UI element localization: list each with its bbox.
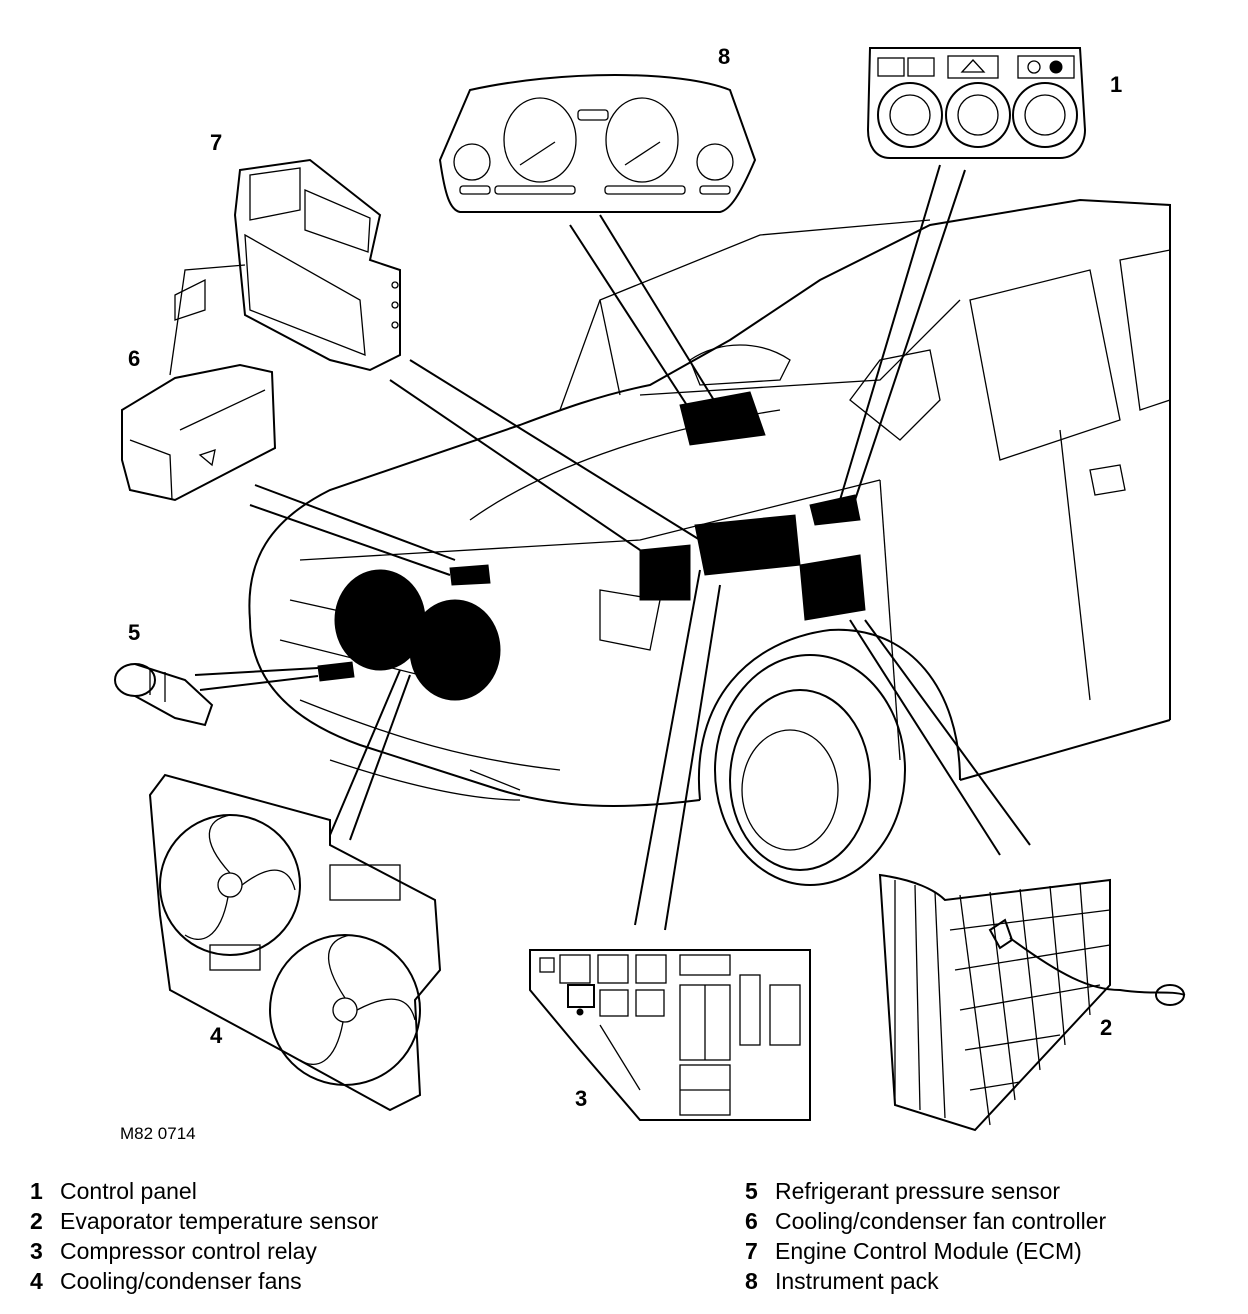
pressure-sensor-illustration bbox=[114, 663, 214, 727]
legend-label: Instrument pack bbox=[775, 1268, 939, 1294]
legend-number: 7 bbox=[745, 1238, 758, 1264]
callout-6: 6 bbox=[128, 346, 141, 371]
relay-box-illustration bbox=[529, 949, 811, 1121]
evaporator-grid bbox=[949, 882, 1111, 1126]
legend-number: 2 bbox=[30, 1208, 43, 1234]
fan-controller-illustration bbox=[121, 264, 277, 502]
legend-left: 1 Control panel 2 Evaporator temperature… bbox=[30, 1176, 378, 1296]
legend-number: 3 bbox=[30, 1238, 43, 1264]
instrument-pack-illustration bbox=[438, 74, 757, 213]
condenser-fans-illustration bbox=[148, 773, 442, 1112]
legend-item: 5 Refrigerant pressure sensor bbox=[745, 1176, 1106, 1206]
legend-label: Compressor control relay bbox=[60, 1238, 317, 1264]
callout-4: 4 bbox=[210, 1023, 223, 1048]
legend-item: 6 Cooling/condenser fan controller bbox=[745, 1206, 1106, 1236]
legend-item: 3 Compressor control relay bbox=[30, 1236, 378, 1266]
control-panel-illustration bbox=[866, 47, 1087, 159]
legend-label: Cooling/condenser fans bbox=[60, 1268, 302, 1294]
legend-item: 7 Engine Control Module (ECM) bbox=[745, 1236, 1106, 1266]
legend-number: 4 bbox=[30, 1268, 43, 1294]
legend-number: 8 bbox=[745, 1268, 758, 1294]
callout-8: 8 bbox=[718, 44, 731, 69]
legend-number: 5 bbox=[745, 1178, 758, 1204]
callout-1: 1 bbox=[1110, 72, 1123, 97]
legend-right: 5 Refrigerant pressure sensor 6 Cooling/… bbox=[745, 1176, 1106, 1296]
callout-5: 5 bbox=[128, 620, 141, 645]
legend-item: 2 Evaporator temperature sensor bbox=[30, 1206, 378, 1236]
legend-number: 6 bbox=[745, 1208, 758, 1234]
legend-label: Refrigerant pressure sensor bbox=[775, 1178, 1061, 1204]
ecm-illustration bbox=[233, 158, 401, 372]
component-location-diagram bbox=[114, 47, 1186, 1132]
legend-item: 1 Control panel bbox=[30, 1176, 378, 1206]
callout-2: 2 bbox=[1100, 1015, 1113, 1040]
reference-code: M82 0714 bbox=[120, 1124, 196, 1143]
component-location-highlights bbox=[317, 391, 866, 701]
callout-7: 7 bbox=[210, 130, 223, 155]
legend-item: 4 Cooling/condenser fans bbox=[30, 1266, 378, 1296]
leader-lines bbox=[194, 164, 1031, 931]
callout-3: 3 bbox=[575, 1086, 588, 1111]
legend-label: Evaporator temperature sensor bbox=[60, 1208, 379, 1234]
legend-label: Cooling/condenser fan controller bbox=[775, 1208, 1107, 1234]
legend-label: Engine Control Module (ECM) bbox=[775, 1238, 1082, 1264]
legend-item: 8 Instrument pack bbox=[745, 1266, 1106, 1296]
evaporator-illustration bbox=[878, 873, 1186, 1132]
legend-label: Control panel bbox=[60, 1178, 197, 1204]
legend-number: 1 bbox=[30, 1178, 43, 1204]
